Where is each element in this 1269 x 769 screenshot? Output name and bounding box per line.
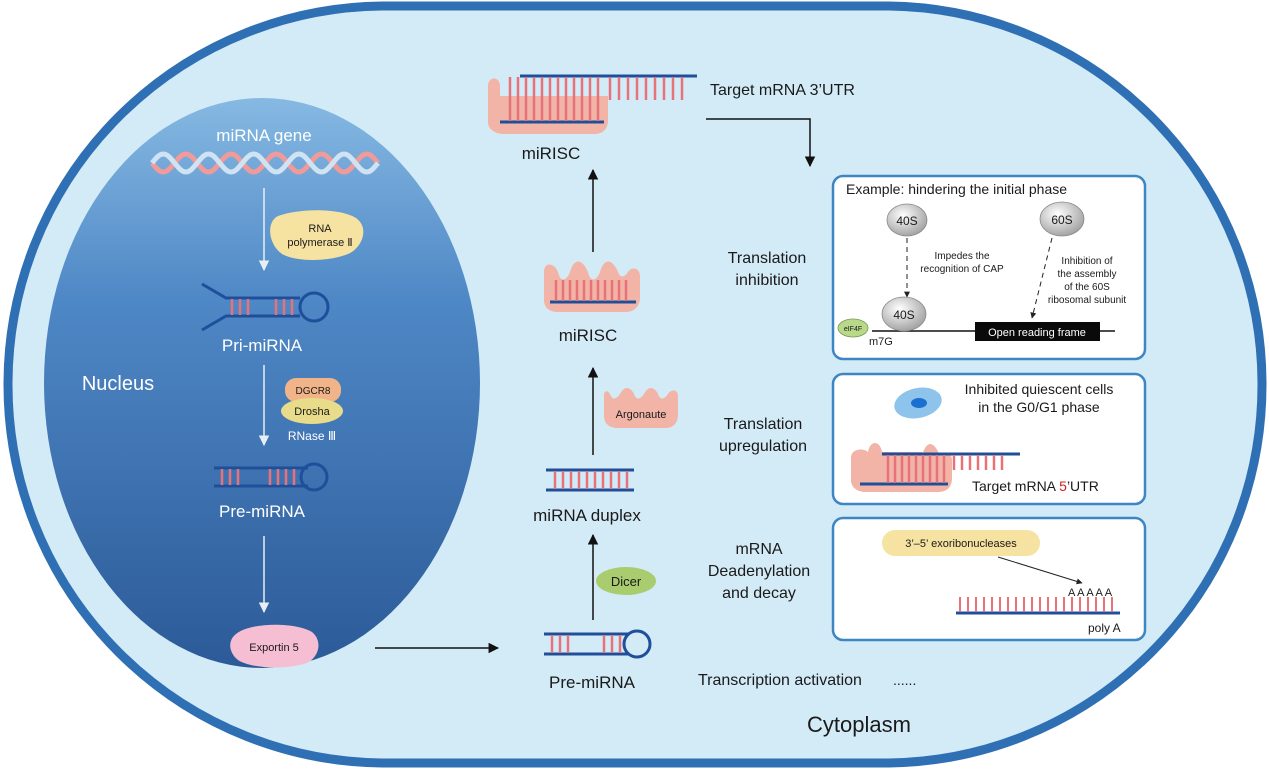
p1-side-line1: Translation <box>728 250 807 267</box>
pri-mirna-hairpin <box>201 282 330 332</box>
dicer-label: Dicer <box>611 574 642 589</box>
pre-mirna-hairpin-cytoplasm <box>544 629 652 659</box>
ellipsis-label: ...... <box>893 672 916 688</box>
poly-a-tail: A A A A A <box>1068 587 1113 599</box>
ribosome-40s-bottom <box>881 296 927 332</box>
argonaute <box>604 388 678 428</box>
quiescent-line1: Inhibited quiescent cells <box>965 381 1114 397</box>
dicer <box>596 567 656 595</box>
rnase-label: RNase Ⅲ <box>288 429 336 443</box>
cap-note-line2: recognition of CAP <box>920 264 1004 275</box>
exportin-label: Exportin 5 <box>249 642 299 654</box>
assembly-line1: Inhibition of <box>1061 256 1112 267</box>
dgcr8-label: DGCR8 <box>295 386 330 397</box>
nucleus <box>44 98 480 668</box>
rna-pol-line1: RNA <box>308 223 332 235</box>
mirna-gene-label: miRNA gene <box>216 126 311 145</box>
exportin-5 <box>230 624 319 668</box>
ribo-60s-label: 60S <box>1051 213 1072 227</box>
cap-note-line1: Impedes the <box>934 251 989 262</box>
eif4f-label: eIF4F <box>844 326 862 333</box>
ribo-40s-bottom-label: 40S <box>893 308 914 322</box>
orf-label: Open reading frame <box>988 327 1086 339</box>
assembly-line3: of the 60S <box>1064 282 1110 293</box>
target-5utr-prefix: Target mRNA <box>972 478 1059 494</box>
quiescent-cell-nucleus <box>911 398 927 408</box>
rna-polymerase <box>270 210 364 260</box>
exo-label: 3’–5’ exoribonucleases <box>905 538 1017 550</box>
target-5utr-label: Target mRNA 5’UTR <box>972 478 1099 494</box>
transcription-activation-label: Transcription activation <box>698 672 862 689</box>
target-mrna-5utr-strand <box>860 452 1020 486</box>
target-5utr-suffix: ’UTR <box>1067 478 1099 494</box>
pre-mirna-nucleus-label: Pre-miRNA <box>219 502 306 521</box>
arrow-60s-down <box>1030 237 1053 319</box>
mirisc-upper-label: miRISC <box>522 144 581 163</box>
drosha-label: Drosha <box>294 406 330 418</box>
p3-side-line3: and decay <box>722 585 796 602</box>
m7g-label: m7G <box>869 336 893 348</box>
argonaute-label: Argonaute <box>616 409 667 421</box>
ribosome-40s-top <box>886 203 928 237</box>
p3-side-line1: mRNA <box>735 541 782 558</box>
mirna-duplex-label: miRNA duplex <box>533 506 641 525</box>
pre-mirna-hairpin-nucleus <box>214 462 329 492</box>
target-5utr-number: 5 <box>1059 478 1067 494</box>
target-3utr-label: Target mRNA 3’UTR <box>710 82 855 99</box>
mirisc-lower-label: miRISC <box>559 326 618 345</box>
quiescent-line2: in the G0/G1 phase <box>978 399 1100 415</box>
arrow-to-panels <box>706 118 816 168</box>
mirisc-lower-strand <box>550 280 636 304</box>
p1-heading: Example: hindering the initial phase <box>846 181 1067 197</box>
orf-box <box>975 322 1100 341</box>
p2-side-line2: upregulation <box>719 438 807 455</box>
pre-mirna-cyto-label: Pre-miRNA <box>549 673 636 692</box>
arrow-exo-to-polya <box>997 556 1083 585</box>
rna-pol-line2: polymerase Ⅱ <box>287 237 352 249</box>
pri-mirna-label: Pri-miRNA <box>222 336 303 355</box>
assembly-line4: ribosomal subunit <box>1048 295 1127 306</box>
p3-side-line2: Deadenylation <box>708 563 810 580</box>
target-mrna-3utr-strand <box>500 74 697 124</box>
nucleus-label: Nucleus <box>82 373 154 395</box>
dna-strand <box>150 151 380 175</box>
poly-a-label: poly A <box>1088 621 1121 635</box>
cytoplasm-label: Cytoplasm <box>807 712 911 737</box>
ribosome-60s <box>1039 201 1085 237</box>
decay-mrna-strand <box>956 597 1120 615</box>
dna-helix <box>150 151 380 175</box>
mirna-duplex <box>546 468 634 492</box>
dgcr8 <box>285 378 341 402</box>
eif4f <box>837 318 869 338</box>
p2-side-line1: Translation <box>724 416 803 433</box>
assembly-line2: the assembly <box>1058 269 1117 280</box>
p1-side-line2: inhibition <box>735 272 798 289</box>
ribo-40s-top-label: 40S <box>896 214 917 228</box>
exoribonuclease <box>882 530 1040 556</box>
drosha <box>281 398 343 424</box>
